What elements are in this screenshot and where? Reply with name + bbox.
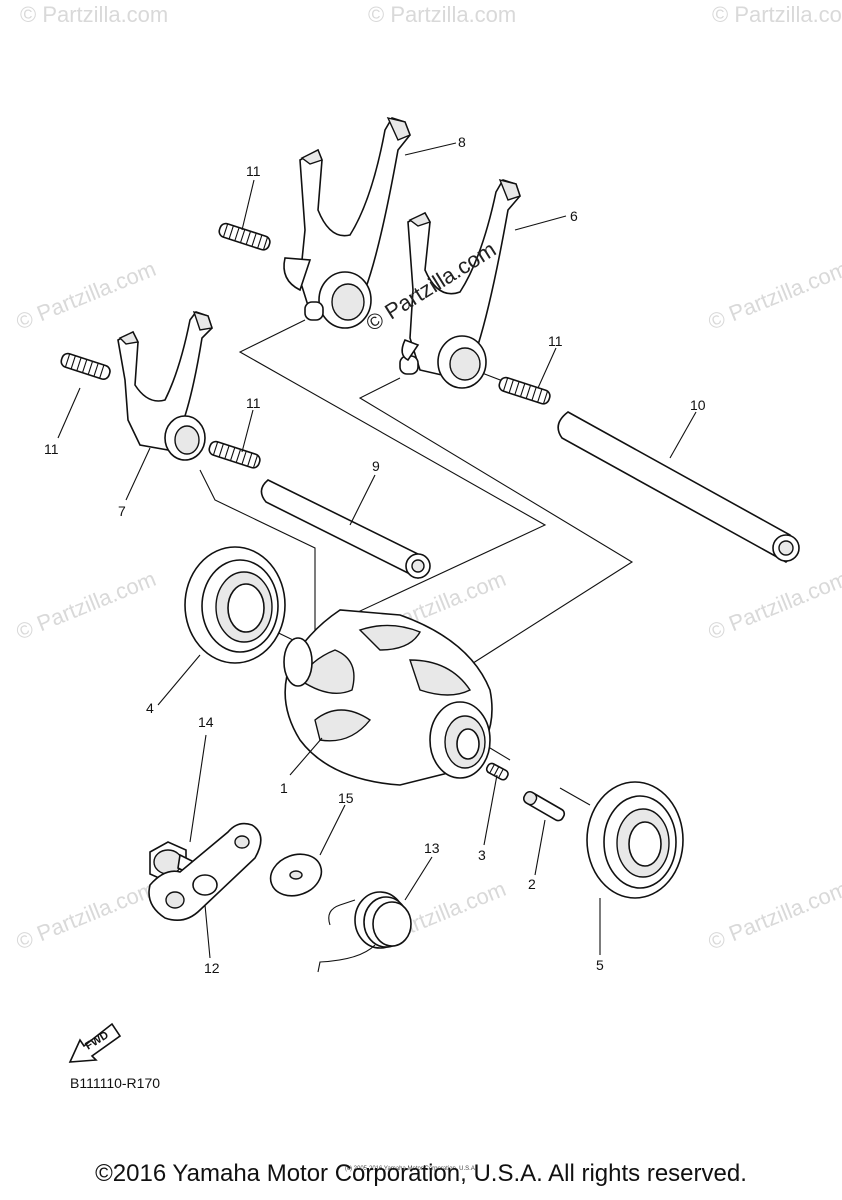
spring-11-right: [498, 376, 551, 405]
callout-11-left: 11: [44, 441, 59, 457]
watermark-3: © Partzilla.com: [712, 2, 842, 27]
callout-7: 7: [118, 503, 126, 519]
callout-11-top: 11: [246, 163, 261, 179]
callout-13: 13: [424, 840, 440, 856]
footer-copyright: ©2016 Yamaha Motor Corporation, U.S.A. A…: [95, 1160, 747, 1187]
callout-14: 14: [198, 714, 214, 730]
small-copyright: (c) 2005-2016 Yamaha Motor Corporation, …: [345, 1166, 477, 1172]
callout-10: 10: [690, 397, 706, 413]
washer-15: [269, 853, 323, 897]
spring-11-left: [60, 352, 111, 381]
watermark-9: © Partzilla.com: [13, 876, 160, 955]
callout-8: 8: [458, 134, 466, 150]
spring-3: [485, 762, 509, 781]
shift-fork-8: [283, 116, 411, 329]
callout-2: 2: [528, 876, 536, 892]
callout-11-right: 11: [548, 333, 563, 349]
bearing-5: [586, 781, 684, 899]
shift-rod-9: [260, 479, 431, 579]
watermark-5: © Partzilla.com: [705, 256, 842, 335]
diagram-code: B111110-R170: [70, 1075, 160, 1091]
shift-drum-1: [283, 609, 493, 786]
torsion-spring-13: [317, 891, 412, 973]
callout-4: 4: [146, 700, 154, 716]
bearing-4: [184, 546, 286, 664]
callout-11-middle: 11: [246, 395, 261, 411]
watermark-2: © Partzilla.com: [368, 2, 516, 27]
shift-fork-7: [117, 310, 213, 461]
callout-1: 1: [280, 780, 288, 796]
watermark-8: © Partzilla.com: [705, 566, 842, 645]
shift-fork-6: [399, 178, 521, 389]
pin-2: [523, 791, 566, 822]
fwd-arrow-icon: FWD: [68, 1022, 122, 1063]
callout-15: 15: [338, 790, 354, 806]
shift-rod-10: [557, 411, 800, 563]
callout-6: 6: [570, 208, 578, 224]
callout-12: 12: [204, 960, 220, 976]
callout-leaders: [57, 142, 697, 959]
callout-9: 9: [372, 458, 380, 474]
callout-3: 3: [478, 847, 486, 863]
callout-5: 5: [596, 957, 604, 973]
watermark-4: © Partzilla.com: [13, 256, 160, 335]
stopper-lever-12: [148, 822, 262, 921]
spring-11-top-left: [218, 222, 271, 251]
spring-11-middle: [208, 440, 261, 469]
watermark-6: © Partzilla.com: [13, 566, 160, 645]
callout-numbers: 8 6 11 11 11 11 7 9 10 4 1 14 15 3 2 13 …: [44, 134, 706, 976]
background-watermarks: © Partzilla.com © Partzilla.com © Partzi…: [13, 2, 842, 955]
watermark-11: © Partzilla.com: [705, 876, 842, 955]
watermark-1: © Partzilla.com: [20, 2, 168, 27]
